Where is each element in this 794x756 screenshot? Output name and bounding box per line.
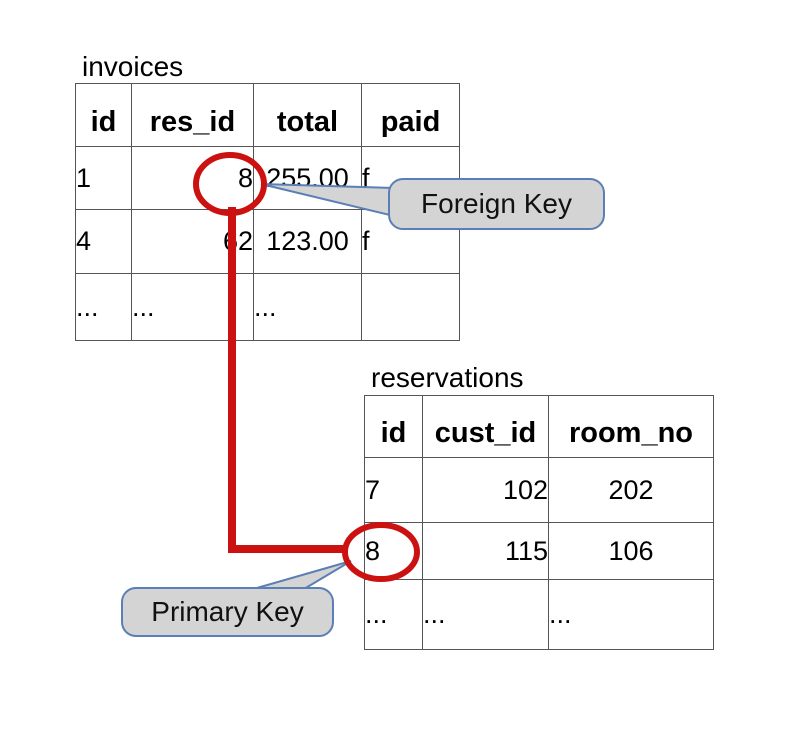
cell-invoices-r1-res-id: 62: [131, 209, 254, 274]
cell-invoices-r2-paid: [361, 273, 460, 341]
table-row: ... ... ...: [364, 579, 714, 650]
table-row: 8 115 106: [364, 522, 714, 580]
cell-invoices-r2-id: ...: [75, 273, 132, 341]
cell-reservations-r1-cust-id: 115: [422, 522, 549, 580]
foreign-key-label: Foreign Key: [421, 188, 572, 219]
table-row: 7 102 202: [364, 457, 714, 523]
cell-invoices-r0-id: 1: [75, 146, 132, 210]
reservations-table-title: reservations: [371, 362, 524, 393]
reservations-col-header-room-no: room_no: [548, 395, 714, 458]
cell-invoices-r2-total: ...: [253, 273, 362, 341]
reservations-col-header-cust-id: cust_id: [422, 395, 549, 458]
cell-reservations-r0-id: 7: [364, 457, 423, 523]
invoices-col-header-res-id: res_id: [131, 83, 254, 147]
cell-reservations-r1-room-no: 106: [548, 522, 714, 580]
invoices-header-row: id res_id total paid: [75, 83, 460, 147]
reservations-col-header-id: id: [364, 395, 423, 458]
invoices-col-header-total: total: [253, 83, 362, 147]
invoices-col-header-id: id: [75, 83, 132, 147]
cell-invoices-r1-total: 123.00: [253, 209, 362, 274]
cell-invoices-r0-total: 255.00: [253, 146, 362, 210]
cell-reservations-r2-room-no: ...: [548, 579, 714, 650]
invoices-col-header-paid: paid: [361, 83, 460, 147]
invoices-table-title: invoices: [82, 51, 184, 82]
table-row: ... ... ...: [75, 273, 460, 341]
cell-invoices-r1-id: 4: [75, 209, 132, 274]
primary-key-label: Primary Key: [151, 596, 304, 627]
cell-reservations-r1-id: 8: [364, 522, 423, 580]
cell-invoices-r2-res-id: ...: [131, 273, 254, 341]
cell-reservations-r2-cust-id: ...: [422, 579, 549, 650]
cell-reservations-r2-id: ...: [364, 579, 423, 650]
cell-invoices-r0-res-id: 8: [131, 146, 254, 210]
cell-reservations-r0-room-no: 202: [548, 457, 714, 523]
reservations-header-row: id cust_id room_no: [364, 395, 714, 458]
reservations-table: id cust_id room_no 7 102 202 8 115 106 .…: [364, 395, 714, 650]
cell-reservations-r0-cust-id: 102: [422, 457, 549, 523]
